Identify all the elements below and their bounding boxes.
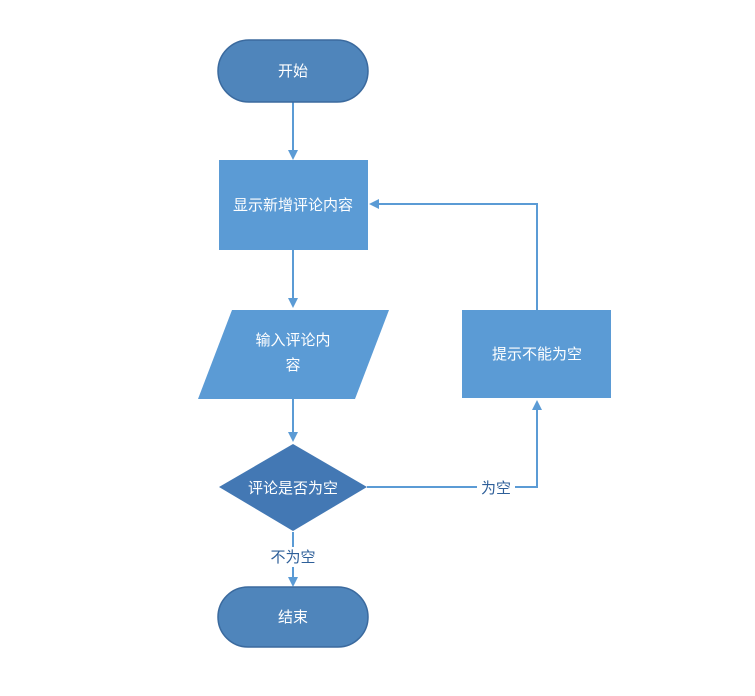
prompt-empty-label: 提示不能为空 [492,345,582,363]
show-comment-label: 显示新增评论内容 [233,196,353,214]
start-node: 开始 [217,39,369,103]
is-empty-label: 评论是否为空 [248,479,338,497]
end-label: 结束 [278,608,308,626]
show-comment-node: 显示新增评论内容 [219,160,368,250]
end-node: 结束 [217,586,369,648]
edge-label-empty-text: 为空 [481,479,511,497]
arrow-prompt-to-show [369,199,538,310]
input-comment-label-line1: 输入评论内 [255,331,330,349]
is-empty-decision: 评论是否为空 [219,444,367,531]
arrow-decision-to-prompt [367,400,542,488]
edge-label-not-empty: 不为空 [266,547,320,567]
edge-label-not-empty-text: 不为空 [270,548,315,566]
input-comment-label-line2: 容 [285,356,300,374]
input-comment-node: 输入评论内 容 [198,310,389,399]
edge-label-empty: 为空 [477,478,515,498]
start-label: 开始 [278,62,308,80]
prompt-empty-node: 提示不能为空 [462,310,611,398]
